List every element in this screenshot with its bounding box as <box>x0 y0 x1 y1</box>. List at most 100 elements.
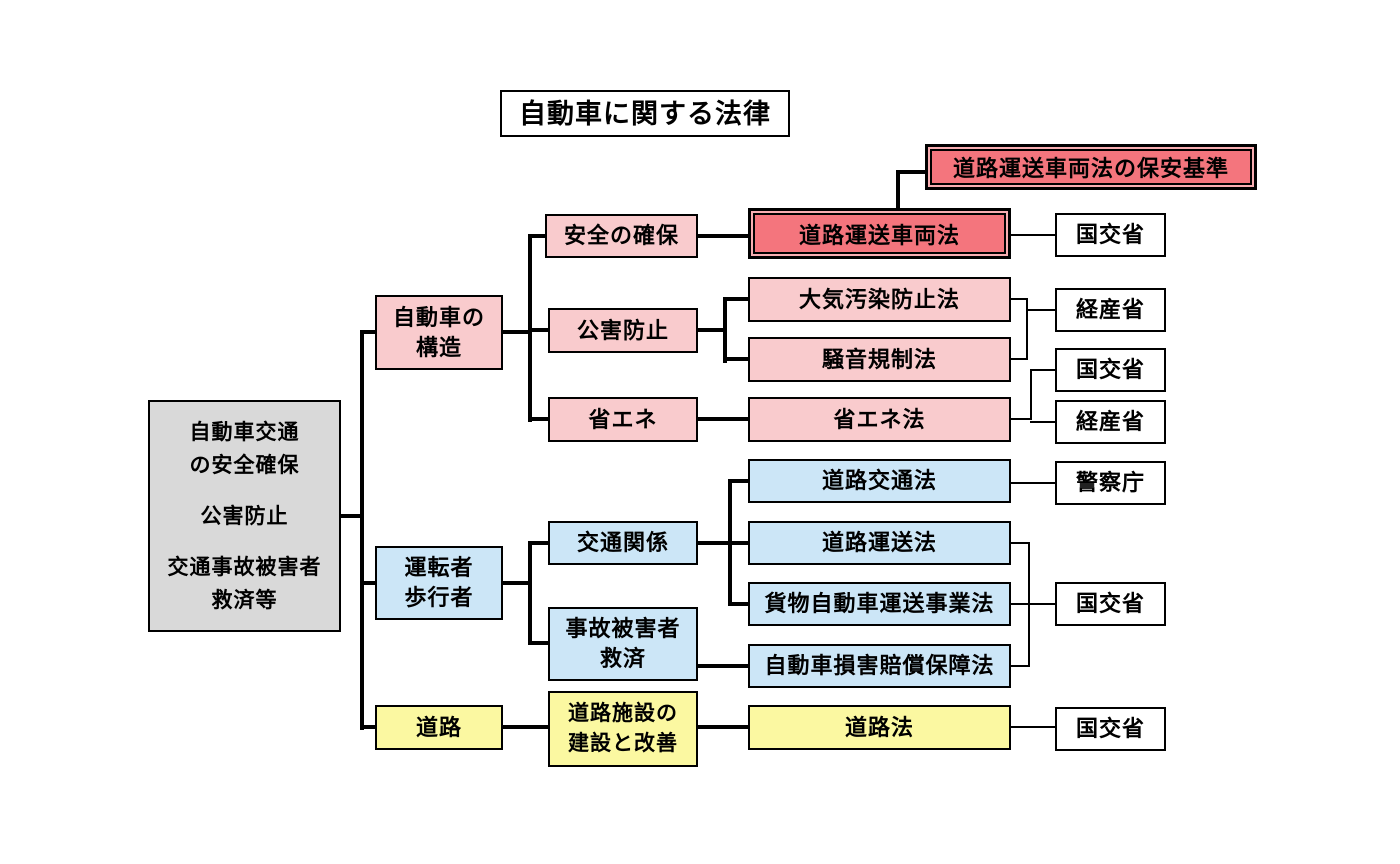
connector-line <box>698 234 748 238</box>
ministry-mlit-label: 国交省 <box>1075 716 1145 741</box>
ministry-mlit-box-1: 国交省 <box>1055 213 1166 257</box>
law-road-act-box: 道路法 <box>748 705 1011 750</box>
connector-line <box>360 330 364 730</box>
connector-line <box>1011 603 1055 605</box>
law-road-transport-vehicle-label: 道路運送車両法 <box>798 222 960 248</box>
connector-line <box>1011 298 1028 300</box>
sub-accident-victim-relief-line: 事故被害者 <box>565 616 681 641</box>
root-purpose-line: 救済等 <box>211 588 278 612</box>
category-vehicle-structure-box: 自動車の 構造 <box>375 295 503 370</box>
connector-line <box>530 541 548 545</box>
page-title-label: 自動車に関する法律 <box>519 98 771 129</box>
connector-line <box>1028 309 1055 311</box>
ministry-npa-label: 警察庁 <box>1075 470 1145 495</box>
sub-energy-saving-label: 省エネ <box>588 406 658 432</box>
root-purpose-line: 公害防止 <box>200 504 289 528</box>
connector-line <box>1011 234 1055 236</box>
category-vehicle-structure-line: 構造 <box>415 334 462 360</box>
safety-standards-box: 道路運送車両法の保安基準 <box>925 144 1257 190</box>
law-road-transport-box: 道路運送法 <box>748 521 1011 565</box>
connector-line <box>503 725 548 729</box>
law-road-act-label: 道路法 <box>844 714 914 740</box>
connector-line <box>530 417 548 421</box>
connector-line <box>1026 298 1028 360</box>
connector-line <box>896 170 900 210</box>
connector-line <box>1011 482 1055 484</box>
connector-line <box>362 330 375 334</box>
connector-line <box>530 641 548 645</box>
sub-safety-assurance-label: 安全の確保 <box>563 223 679 248</box>
connector-line <box>528 541 532 645</box>
law-freight-vehicle-transport-label: 貨物自動車運送事業法 <box>764 591 995 616</box>
law-air-pollution-box: 大気汚染防止法 <box>748 277 1011 322</box>
law-road-transport-vehicle-inner: 道路運送車両法 <box>753 213 1006 254</box>
connector-line <box>730 479 748 483</box>
law-energy-saving-box: 省エネ法 <box>748 397 1011 442</box>
law-road-transport-label: 道路運送法 <box>821 530 937 555</box>
law-noise-regulation-label: 騒音規制法 <box>821 346 937 372</box>
category-vehicle-structure-line: 自動車の <box>392 304 485 330</box>
root-purpose-line: 自動車交通 <box>189 420 300 444</box>
law-road-transport-vehicle-box: 道路運送車両法 <box>748 208 1011 259</box>
sub-road-facility-construction-line: 道路施設の <box>568 702 678 725</box>
connector-line <box>896 170 925 174</box>
connector-line <box>362 725 375 729</box>
category-driver-pedestrian-line: 運転者 <box>404 555 474 580</box>
law-freight-vehicle-transport-box: 貨物自動車運送事業法 <box>748 582 1011 626</box>
connector-line <box>698 328 727 332</box>
connector-line <box>530 328 548 332</box>
connector-line <box>1011 418 1032 420</box>
connector-line <box>341 514 362 518</box>
sub-safety-assurance-box: 安全の確保 <box>545 214 698 258</box>
category-road-box: 道路 <box>375 705 503 750</box>
sub-accident-victim-relief-box: 事故被害者 救済 <box>548 607 698 681</box>
connector-line <box>503 330 530 334</box>
sub-energy-saving-box: 省エネ <box>548 397 698 442</box>
ministry-meti-label: 経産省 <box>1075 409 1145 434</box>
connector-line <box>1011 665 1030 667</box>
ministry-mlit-label: 国交省 <box>1075 591 1145 616</box>
category-driver-pedestrian-box: 運転者 歩行者 <box>375 546 503 620</box>
category-road-label: 道路 <box>415 714 462 740</box>
law-road-traffic-label: 道路交通法 <box>821 468 937 493</box>
ministry-mlit-label: 国交省 <box>1075 357 1145 382</box>
connector-line <box>1032 369 1055 371</box>
connector-line <box>725 357 748 361</box>
ministry-meti-box-1: 経産省 <box>1055 288 1166 332</box>
connector-line <box>1030 369 1032 420</box>
ministry-mlit-label: 国交省 <box>1075 222 1145 247</box>
category-driver-pedestrian-line: 歩行者 <box>404 585 474 610</box>
connector-line <box>698 541 732 545</box>
connector-line <box>698 664 748 668</box>
ministry-npa-box: 警察庁 <box>1055 461 1166 505</box>
connector-line <box>362 581 375 585</box>
sub-pollution-prevention-label: 公害防止 <box>576 317 669 343</box>
connector-line <box>730 541 748 545</box>
law-auto-liability-security-box: 自動車損害賠償保障法 <box>748 644 1011 688</box>
root-purpose-box: 自動車交通 の安全確保 公害防止 交通事故被害者 救済等 <box>148 400 341 632</box>
ministry-mlit-box-2: 国交省 <box>1055 348 1166 392</box>
connector-line <box>723 297 727 363</box>
connector-line <box>530 234 545 238</box>
connector-line <box>725 297 748 301</box>
connector-line <box>1011 358 1028 360</box>
ministry-mlit-box-3: 国交省 <box>1055 582 1166 626</box>
connector-line <box>698 725 748 729</box>
sub-road-facility-construction-box: 道路施設の 建設と改善 <box>548 691 698 767</box>
ministry-mlit-box-4: 国交省 <box>1055 707 1166 751</box>
sub-traffic-relations-box: 交通関係 <box>548 521 698 565</box>
sub-accident-victim-relief-line: 救済 <box>599 646 646 671</box>
law-energy-saving-label: 省エネ法 <box>833 406 926 432</box>
root-purpose-line: 交通事故被害者 <box>167 555 322 579</box>
page-title: 自動車に関する法律 <box>500 90 790 137</box>
connector-line <box>1011 542 1030 544</box>
law-noise-regulation-box: 騒音規制法 <box>748 337 1011 382</box>
sub-road-facility-construction-line: 建設と改善 <box>568 732 678 755</box>
connector-line <box>730 602 748 606</box>
sub-traffic-relations-label: 交通関係 <box>576 530 669 555</box>
connector-line <box>1011 726 1055 728</box>
ministry-meti-box-2: 経産省 <box>1055 400 1166 444</box>
safety-standards-label: 道路運送車両法の保安基準 <box>952 156 1229 181</box>
connector-line <box>1030 421 1055 423</box>
